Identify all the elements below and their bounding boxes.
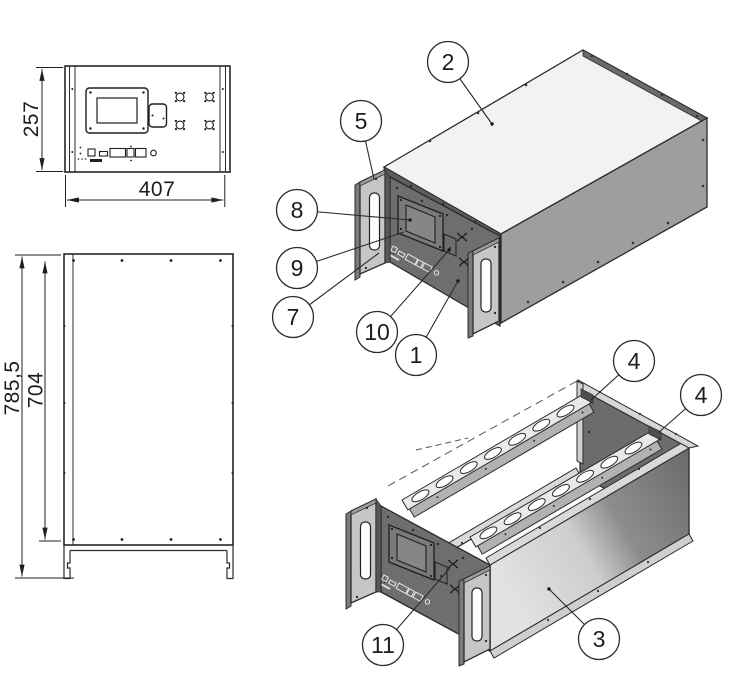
side-wall [500,116,708,325]
svg-text:9: 9 [291,255,304,281]
callout-2: 2 [426,40,494,126]
dim-785-label: 785,5 [1,360,24,415]
svg-text:10: 10 [364,319,390,345]
side-rivets-bottom [72,538,222,541]
callout-4a: 4 [590,339,656,401]
callout-9: 9 [275,231,405,290]
left-ear-slot-chassis [359,521,372,580]
connector-plate-iso [443,233,457,257]
callout-7: 7 [271,252,380,339]
svg-text:2: 2 [442,49,455,75]
left-ear-slot [368,192,381,251]
dimension-front-height: 257 [20,67,63,172]
top-cover-rivets [428,54,699,143]
right-foot-bracket [226,545,234,580]
removed-cover-dashed-line [387,380,578,487]
dimension-front-width: 407 [65,175,226,207]
dim-704-label: 704 [25,372,48,409]
callout-3: 3 [547,587,621,661]
svg-text:1: 1 [410,342,423,368]
wall-bottom-flange [489,533,694,659]
dimension-side-overall-height: 785,5 [1,254,74,579]
side-panel-outline [63,253,234,546]
front-view: 257 407 [20,65,231,207]
dim-407-label: 407 [139,178,176,201]
display-screen-iso [405,204,436,244]
connector-plate-chassis [434,561,448,585]
side-wall-rivets [526,138,705,304]
callout-11: 11 [361,567,451,667]
right-ear-slot [480,258,492,313]
side-view: 785,5 704 [1,253,234,580]
callout-1: 1 [394,279,460,377]
assembled-view: 2 5 8 9 7 10 1 [271,40,709,377]
svg-text:8: 8 [291,197,304,223]
callout-10: 10 [355,248,451,354]
front-io-row [87,147,157,158]
svg-text:4: 4 [628,348,641,374]
display-screen-chassis [396,533,427,573]
callout-8: 8 [275,188,412,232]
callout-5: 5 [339,99,383,180]
callout-4b: 4 [657,373,723,434]
side-connector-box [148,103,168,128]
svg-text:5: 5 [355,108,368,134]
dimension-side-panel-height: 704 [25,261,61,542]
side-rivets-top [72,259,222,262]
left-foot-bracket [63,545,71,580]
chassis-view: 4 4 11 3 [345,339,723,667]
right-ear-slot-chassis [471,587,483,642]
display-screen [96,97,138,124]
dim-257-label: 257 [20,101,43,138]
svg-text:7: 7 [287,304,300,330]
svg-text:11: 11 [371,632,395,658]
svg-text:3: 3 [593,626,606,652]
svg-text:4: 4 [695,382,708,408]
